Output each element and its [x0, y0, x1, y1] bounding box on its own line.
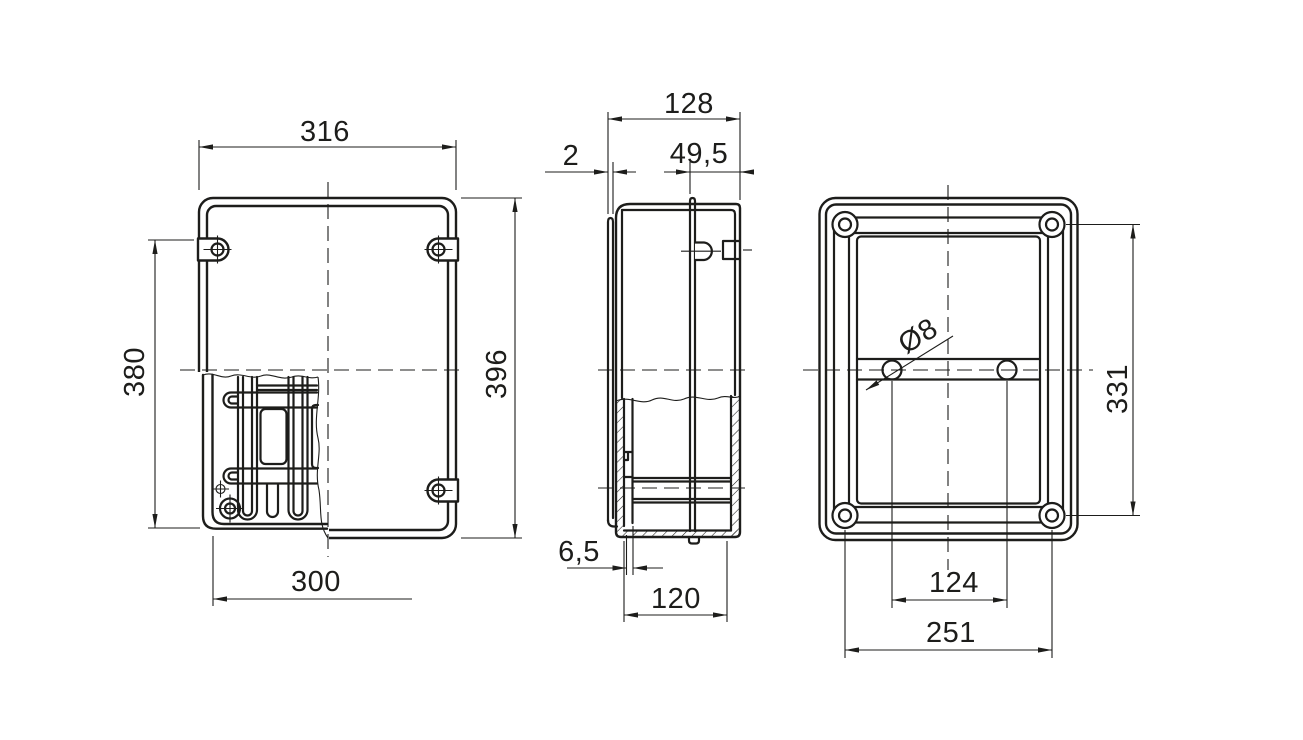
break-line [202, 373, 329, 539]
dim-label: 251 [926, 617, 976, 649]
mounting-boss-icon [831, 210, 859, 239]
mounting-boss-icon [1038, 501, 1066, 530]
side-outer-outline [614, 202, 742, 539]
dim-rear-vertical-hole-spacing: 331 [1066, 223, 1140, 517]
front-base-outline [201, 373, 329, 530]
screw-mount-top-left [196, 235, 232, 264]
dim-side-lid-lip: 2 [545, 140, 636, 214]
side-view: 128 2 49,5 6,5 120 [545, 88, 754, 622]
dim-rear-horizontal-hole-spacing: 251 [844, 530, 1053, 658]
mounting-boss-icon [1038, 210, 1066, 239]
screw-mount-top-right [424, 235, 460, 264]
dim-label: 2 [563, 140, 580, 172]
alignment-mark [212, 480, 229, 498]
dim-label: Ø8 [893, 312, 944, 360]
dim-front-base-width: 300 [212, 536, 412, 606]
dim-front-overall-height: 396 [461, 197, 522, 539]
dim-label: 6,5 [558, 536, 600, 568]
side-inner-lines [620, 208, 737, 532]
mounting-hole-icon [837, 217, 853, 232]
dim-side-base-depth: 120 [623, 541, 728, 622]
screw-mount-bottom-right [424, 476, 460, 505]
dim-label: 124 [929, 567, 979, 599]
lid-joint [688, 196, 697, 533]
section-hatch-left [616, 399, 624, 531]
dim-label: 316 [300, 116, 350, 148]
dim-label: 49,5 [670, 138, 728, 170]
dim-side-cover-depth: 49,5 [664, 138, 754, 194]
rail-hole-icon [996, 359, 1018, 381]
section-hatch-right [731, 396, 740, 536]
dim-side-wall-inset: 6,5 [558, 526, 663, 575]
rear-second-outline [824, 203, 1073, 535]
dim-front-overall-width: 316 [198, 116, 457, 190]
break-line [615, 395, 741, 403]
section-interior [622, 397, 733, 545]
dim-label: 380 [119, 347, 151, 397]
dim-label: 300 [291, 566, 341, 598]
dim-label: 128 [664, 88, 714, 120]
side-centerlines [598, 369, 752, 489]
section-hatch-bottom [616, 530, 740, 537]
dim-rear-rail-hole-spacing: 124 [891, 381, 1008, 608]
mounting-boss-icon [831, 501, 859, 530]
mounting-bosses [831, 210, 1066, 530]
lid-lip [606, 216, 619, 528]
rear-centerlines [803, 185, 1093, 570]
dim-label: 120 [651, 583, 701, 615]
mounting-hole-icon [1044, 217, 1060, 232]
latch-detail [681, 241, 721, 262]
mounting-hole-icon [1044, 508, 1060, 523]
dim-front-mounting-height: 380 [119, 239, 200, 529]
rear-frame-ribs [832, 216, 1065, 524]
mounting-hole-icon [837, 508, 853, 523]
dim-label: 331 [1102, 364, 1134, 414]
base-screw-hole [216, 494, 244, 523]
rear-view: Ø8 331 124 251 [803, 185, 1140, 658]
front-view: 316 396 380 300 [119, 116, 522, 606]
mounting-lattice [222, 375, 320, 521]
front-centerlines [180, 182, 462, 557]
dim-label: 396 [481, 349, 513, 399]
dim-side-overall-depth: 128 [607, 88, 741, 214]
wall-recess [721, 239, 752, 261]
dim-rear-hole-diameter: Ø8 [865, 312, 954, 391]
